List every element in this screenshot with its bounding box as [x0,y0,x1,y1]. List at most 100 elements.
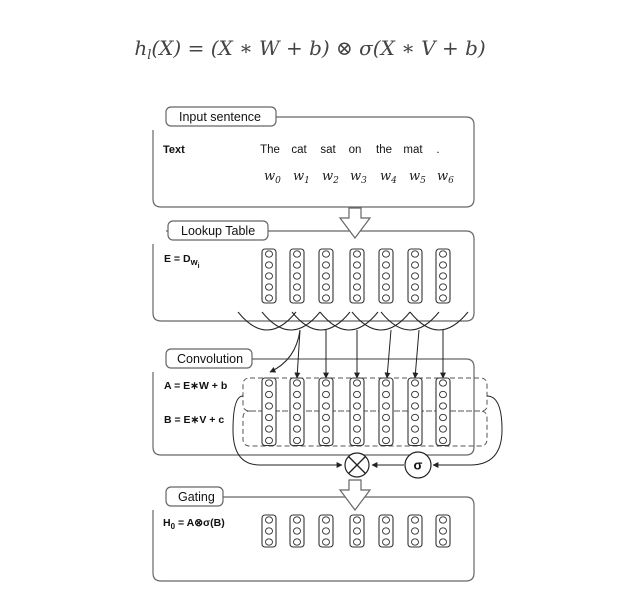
vector-unit [265,402,273,410]
vector-unit [353,250,361,258]
formula-lhs: h [134,36,147,60]
conv-vector-5 [407,377,423,447]
vector-unit [382,436,390,445]
lookup-vector-3 [349,248,365,304]
vector-unit [293,425,301,433]
lookup-vector-5 [407,248,423,304]
conv-window-arc [380,311,440,331]
gating-vector-4 [378,514,394,548]
vector-unit [439,283,447,291]
vector-unit [353,538,361,546]
conv-equation-b: B = E∗V + c [164,414,224,426]
vector-unit [265,413,273,422]
vector-unit [439,261,447,269]
conv-arrow [412,329,420,379]
vector-unit [382,516,390,524]
lookup-vector-1 [289,248,305,304]
lookup-panel-tab [167,220,269,241]
word-row: The cat sat on the mat . [260,144,440,156]
vector-column-frame [349,514,365,548]
gating-columns [261,514,451,548]
vector-column-frame [289,377,305,447]
gating-vector-0 [261,514,277,548]
line-b-to-sigma [432,395,503,468]
vector-unit [382,425,390,433]
vector-unit [411,294,419,302]
vector-unit [353,261,361,269]
vector-unit [439,402,447,410]
word-symbol-2: w2 [322,169,339,186]
vector-unit [382,413,390,422]
vector-unit [411,379,419,387]
vector-unit [265,379,273,387]
vector-unit [265,436,273,445]
vector-unit [439,379,447,387]
vector-unit [382,272,390,280]
gating-panel-border [152,496,475,582]
word-3: on [349,144,362,156]
lookup-columns [261,248,451,304]
vector-unit [411,261,419,269]
conv-arrow [294,329,301,379]
input-panel-border [152,116,475,208]
vector-unit [265,283,273,291]
vector-column-frame [407,514,423,548]
vector-unit [322,527,330,535]
conv-vector-4 [378,377,394,447]
gating-vector-5 [407,514,423,548]
conv-window-arc [291,311,351,331]
word-1: cat [291,144,307,156]
vector-unit [322,538,330,546]
vector-unit [265,538,273,546]
vector-unit [322,379,330,387]
vector-column-frame [289,248,305,304]
vector-unit [293,379,301,387]
vector-unit [353,402,361,410]
vector-unit [353,272,361,280]
vector-unit [382,402,390,410]
vector-unit [265,390,273,399]
vector-unit [439,516,447,524]
vector-unit [353,436,361,445]
multiply-icon-stroke-2 [348,456,366,474]
lookup-vector-6 [435,248,451,304]
vector-unit [382,379,390,387]
vector-unit [293,436,301,445]
lookup-equation: E = Dwi [164,253,200,270]
vector-unit [411,272,419,280]
sigma-label: σ [414,458,423,473]
vector-unit [322,413,330,422]
sigma-node: σ [404,451,432,479]
vector-unit [353,527,361,535]
lookup-vector-4 [378,248,394,304]
word-5: mat [403,144,423,156]
word-symbol-4: w4 [380,169,397,186]
vector-unit [293,538,301,546]
vector-unit [322,425,330,433]
conv-panel-title: Convolution [177,352,243,366]
vector-column-frame [435,248,451,304]
vector-column-frame [318,514,334,548]
vector-column-frame [378,248,394,304]
word-0: The [260,144,280,156]
vector-unit [411,250,419,258]
vector-unit [293,413,301,422]
line-a-to-multiply [232,395,343,468]
vector-column-frame [378,514,394,548]
conv-vector-1 [289,377,305,447]
vector-unit [439,250,447,258]
vector-unit [293,283,301,291]
vector-unit [322,283,330,291]
lookup-panel-border [152,230,475,322]
conv-equation-a: A = E∗W + b [164,380,227,392]
word-4: the [376,144,392,156]
formula: hl(X) = (X ∗ W + b) ⊗ σ(X ∗ V + b) [134,36,485,63]
vector-unit [322,294,330,302]
vector-unit [411,527,419,535]
vector-unit [293,402,301,410]
vector-unit [411,283,419,291]
vector-column-frame [349,248,365,304]
vector-unit [353,413,361,422]
